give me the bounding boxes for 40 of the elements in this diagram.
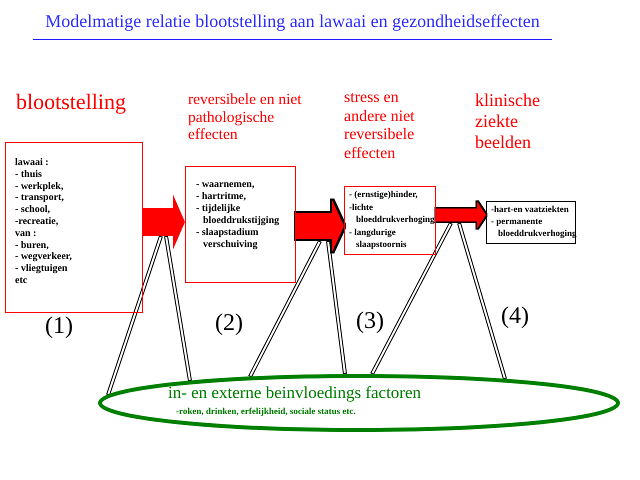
list-item: - hartritme, <box>196 191 247 203</box>
column-heading: blootstelling <box>16 89 126 114</box>
list-item: - werkplek, <box>15 180 64 192</box>
influence-line <box>106 235 163 396</box>
block-arrow <box>436 202 486 228</box>
list-item: - langdurige slaapstoornis <box>349 226 408 250</box>
stage-number: (3) <box>356 309 384 333</box>
influence-line <box>457 222 507 380</box>
stage-number: (1) <box>45 314 73 338</box>
list-item: - (ernstige)hinder, <box>349 188 419 200</box>
list-item: - vliegtuigen <box>15 263 68 275</box>
block-arrow <box>296 200 344 252</box>
list-item: - buren, <box>15 240 50 252</box>
ellipse-note: -roken, drinken, erfelijkheid, sociale status etc. <box>176 407 356 417</box>
influence-line <box>248 240 322 378</box>
list-item: - school, <box>15 204 51 216</box>
list-item: etc <box>15 274 28 287</box>
list-item: - slaapstadium verschuiving <box>196 227 260 251</box>
diagram-title: Modelmatige relatie blootstelling aan lawaai en gezondheidseffecten <box>33 10 552 40</box>
ellipse-heading: in- en externe beinvloedings factoren <box>168 384 422 403</box>
column-heading: reversibele en niet pathologische effecten <box>188 91 303 144</box>
list-item: van : <box>15 228 36 240</box>
column-heading: klinische ziekte beelden <box>475 90 541 153</box>
column-heading: stress en andere niet reversibele effecten <box>344 89 416 163</box>
list-item: - waarnemen, <box>196 179 256 191</box>
list-item: - tijdelijke bloeddrukstijging <box>196 203 280 227</box>
list-item: - wegverkeer, <box>15 251 73 264</box>
influence-line <box>326 240 347 374</box>
list-item: -recreatie, <box>15 216 60 228</box>
list-item: -lichte bloeddrukverhoging <box>349 200 435 226</box>
factor-ellipse <box>98 374 620 432</box>
list-item: - transport, <box>15 192 65 204</box>
block-arrow <box>143 194 185 250</box>
list-item: - thuis <box>15 168 43 181</box>
list-item: lawaai : <box>15 157 49 169</box>
stage-number: (4) <box>501 304 529 328</box>
influence-line <box>370 222 453 375</box>
influence-line <box>164 236 192 382</box>
list-item: -hart-en vaatziekten <box>491 203 569 215</box>
stage-number: (2) <box>215 311 243 335</box>
